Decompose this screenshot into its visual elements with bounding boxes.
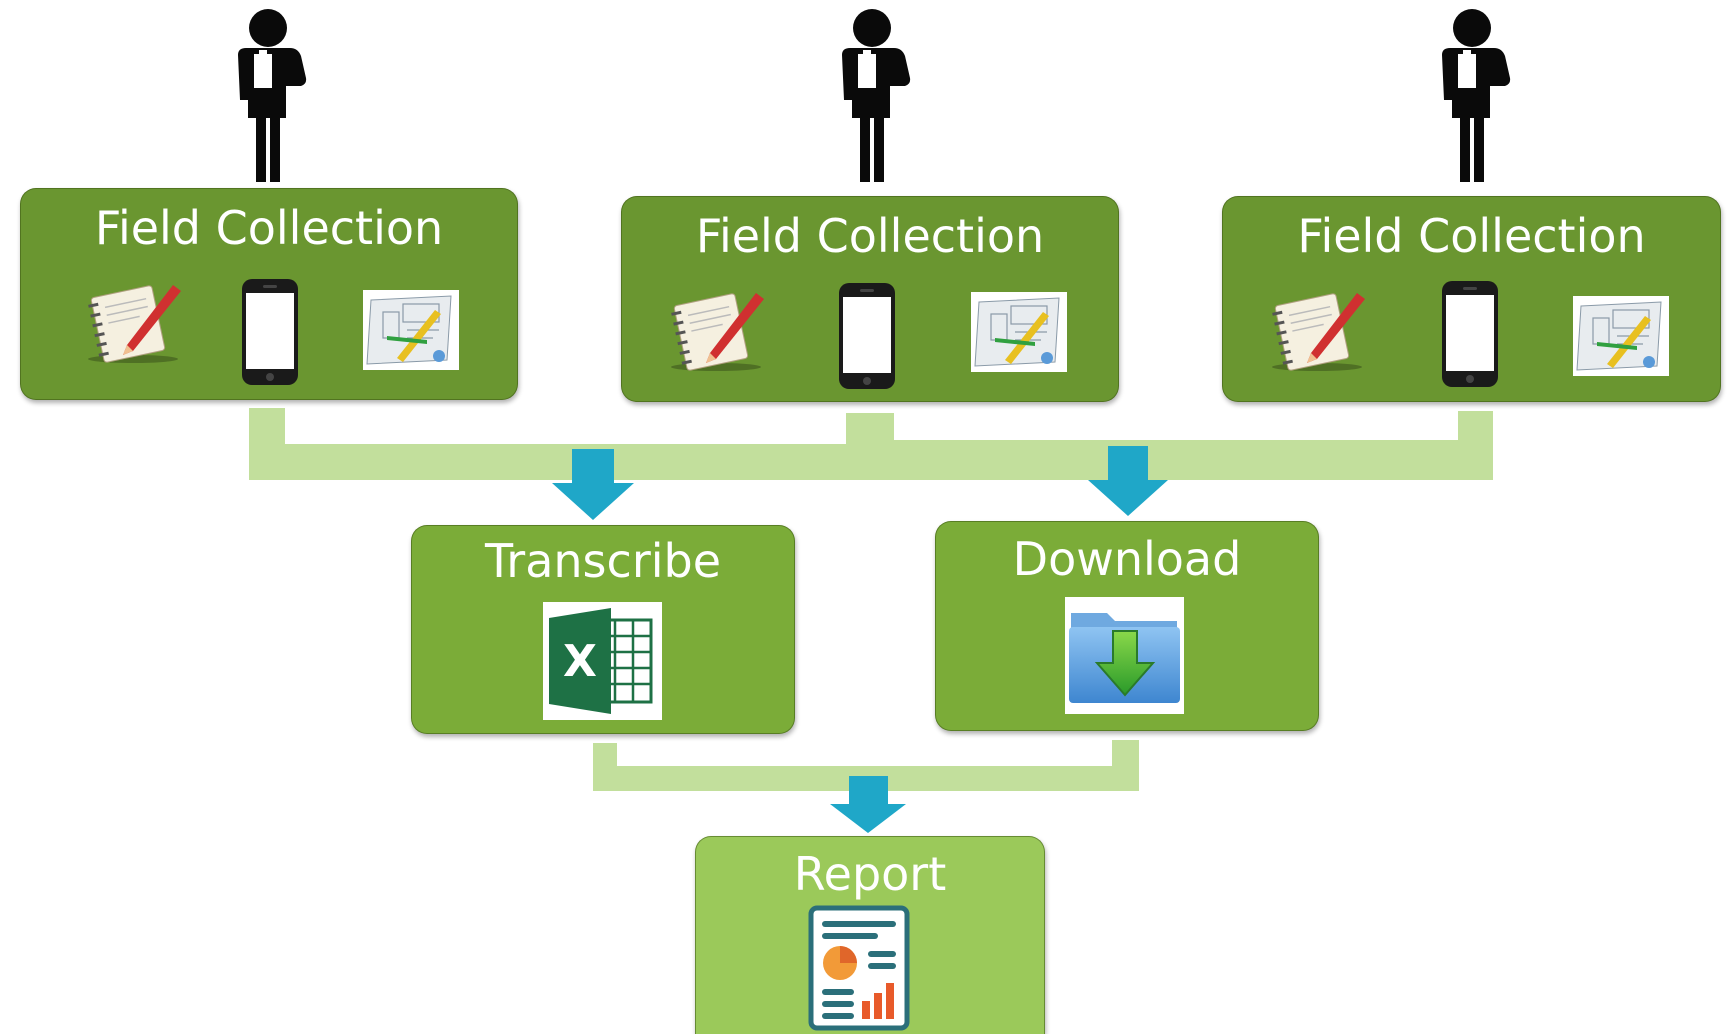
- field-collection-box-3: Field Collection: [1222, 196, 1721, 402]
- person-icon: [842, 9, 911, 182]
- report-title: Report: [793, 847, 947, 901]
- field-collection-title: Field Collection: [1297, 209, 1646, 263]
- arrow-to-transcribe: [552, 449, 634, 520]
- report-box: Report: [695, 836, 1045, 1034]
- smartphone-icon: [239, 277, 301, 387]
- connector-field2-to-merge: [846, 411, 1493, 480]
- notebook-pencil-icon: [1265, 289, 1370, 371]
- field-collection-box-1: Field Collection: [20, 188, 518, 400]
- transcribe-box: Transcribe X: [411, 525, 795, 734]
- arrow-to-report: [830, 776, 906, 833]
- blueprint-drawing-icon: [971, 292, 1067, 372]
- report-document-icon: [808, 905, 910, 1031]
- field-collection-box-2: Field Collection: [621, 196, 1119, 402]
- smartphone-icon: [1439, 279, 1501, 389]
- connector-field1-to-transcribe: [249, 408, 851, 480]
- connector-to-report: [593, 740, 1139, 791]
- field-collection-title: Field Collection: [695, 209, 1045, 263]
- field-collection-title: Field Collection: [94, 201, 444, 255]
- transcribe-title: Transcribe: [484, 534, 722, 588]
- notebook-pencil-icon: [664, 289, 769, 371]
- notebook-pencil-icon: [81, 281, 186, 363]
- blueprint-drawing-icon: [1573, 296, 1669, 376]
- person-icon: [238, 9, 307, 182]
- download-box: Download: [935, 521, 1319, 731]
- download-title: Download: [1012, 532, 1242, 586]
- download-folder-icon: [1065, 597, 1184, 714]
- arrow-to-download: [1088, 446, 1168, 516]
- person-icon: [1442, 9, 1511, 182]
- blueprint-drawing-icon: [363, 290, 459, 370]
- smartphone-icon: [836, 281, 898, 391]
- excel-letter: X: [563, 636, 597, 687]
- excel-icon: X: [543, 602, 662, 720]
